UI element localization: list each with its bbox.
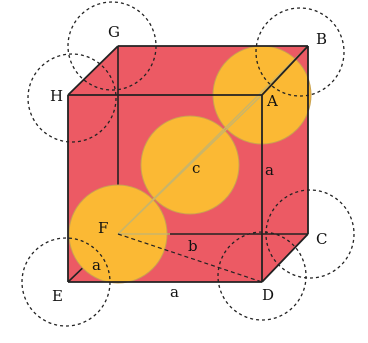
floor-diagonal-dashed	[117, 233, 263, 283]
label-D: D	[262, 286, 274, 304]
label-E: E	[52, 287, 63, 305]
label-G: G	[108, 23, 120, 41]
dashed-circle-D	[217, 231, 307, 321]
label-edge-bottom-a: a	[170, 283, 179, 301]
diagonal-lines	[117, 45, 309, 235]
label-edge-right-a: a	[265, 161, 274, 179]
label-C: C	[316, 230, 327, 248]
dashed-circle-E	[21, 237, 111, 327]
dashed-circle-B	[255, 7, 345, 97]
label-body-diagonal-c: c	[192, 159, 200, 177]
label-F: F	[98, 219, 108, 237]
visible-edges	[67, 45, 309, 283]
dashed-circles	[21, 1, 355, 327]
dashed-circle-G	[67, 1, 157, 91]
label-H: H	[50, 87, 63, 105]
dashed-circle-C	[265, 189, 355, 279]
label-face-diagonal-b: b	[188, 237, 198, 255]
dashed-circle-H	[27, 53, 117, 143]
label-near-corner-a: a	[92, 256, 101, 274]
label-A: A	[266, 92, 278, 110]
label-B: B	[316, 30, 327, 48]
